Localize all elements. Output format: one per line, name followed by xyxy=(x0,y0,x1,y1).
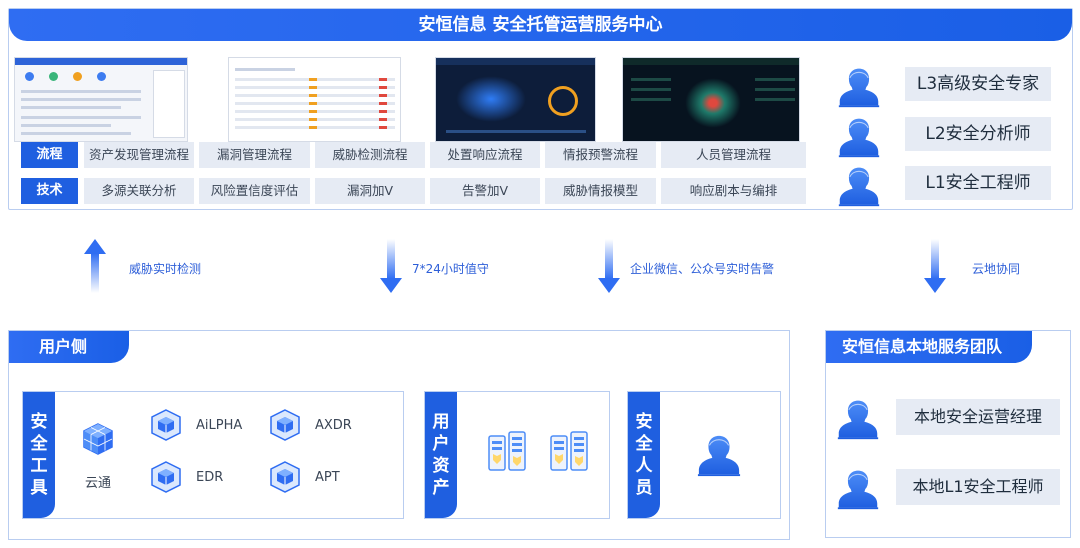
tool-label: AiLPHA xyxy=(196,418,243,433)
person-icon xyxy=(837,164,881,208)
person-icon xyxy=(836,397,880,441)
arrow-down-icon xyxy=(380,239,402,293)
cube-icon xyxy=(268,408,302,442)
tool-label: AXDR xyxy=(315,418,352,433)
security-personnel-box: 安全人员 xyxy=(627,391,781,519)
team-member: 本地L1安全工程师 xyxy=(836,467,1062,509)
cube-grid-icon xyxy=(81,422,115,456)
tech-item: 多源关联分析 xyxy=(84,178,194,204)
screenshot-table-light xyxy=(228,57,401,142)
server-icon xyxy=(487,430,527,474)
tech-item: 响应剧本与编排 xyxy=(661,178,806,204)
tool-label: 云通 xyxy=(85,476,112,491)
process-item: 资产发现管理流程 xyxy=(84,142,194,168)
server-icon xyxy=(549,430,589,474)
tech-item: 漏洞加V xyxy=(315,178,425,204)
process-item: 情报预警流程 xyxy=(545,142,656,168)
local-service-team-panel: 安恒信息本地服务团队 本地安全运营经理 本地L1安全工程师 xyxy=(825,330,1071,538)
screenshot-dashboard-light xyxy=(14,57,188,142)
tool-label: APT xyxy=(315,470,340,485)
person-icon xyxy=(836,467,880,511)
tech-item: 风险置信度评估 xyxy=(199,178,310,204)
person-icon xyxy=(696,432,742,478)
process-item: 处置响应流程 xyxy=(430,142,540,168)
screenshot-bigscreen-dark xyxy=(435,57,596,142)
arrow-label: 7*24小时值守 xyxy=(412,262,489,276)
tool-label: EDR xyxy=(196,470,224,485)
expert-label: L1安全工程师 xyxy=(905,166,1051,200)
user-side-panel: 用户侧 安全工具 云通 AiLPHA AXDR EDR APT 用户资产 安全人… xyxy=(8,330,790,540)
user-assets-label: 用户资产 xyxy=(425,392,457,518)
person-icon xyxy=(837,65,881,109)
cube-icon xyxy=(149,460,183,494)
security-tools-label: 安全工具 xyxy=(23,392,55,518)
cube-icon xyxy=(268,460,302,494)
security-tools-box: 安全工具 云通 AiLPHA AXDR EDR APT xyxy=(22,391,404,519)
person-icon xyxy=(837,115,881,159)
expert-label: L2安全分析师 xyxy=(905,117,1051,151)
local-team-title: 安恒信息本地服务团队 xyxy=(826,331,1032,363)
user-side-title: 用户侧 xyxy=(9,331,129,363)
security-personnel-label: 安全人员 xyxy=(628,392,660,518)
process-row-label: 流程 xyxy=(21,142,78,168)
arrow-label: 威胁实时检测 xyxy=(129,262,202,276)
tech-item: 告警加V xyxy=(430,178,540,204)
expert-l1: L1安全工程师 xyxy=(837,164,1077,206)
process-item: 人员管理流程 xyxy=(661,142,806,168)
arrow-label: 云地协同 xyxy=(972,262,1021,276)
tech-row-label: 技术 xyxy=(21,178,78,204)
arrow-down-icon xyxy=(924,239,946,293)
process-item: 威胁检测流程 xyxy=(315,142,425,168)
cube-icon xyxy=(149,408,183,442)
security-operations-center-panel: 安恒信息 安全托管运营服务中心 xyxy=(8,8,1073,210)
user-assets-box: 用户资产 xyxy=(424,391,610,519)
screenshot-bigscreen-dark-green xyxy=(622,57,800,142)
arrow-up-icon xyxy=(84,239,106,293)
expert-l3: L3高级安全专家 xyxy=(837,65,1077,107)
team-member-label: 本地L1安全工程师 xyxy=(896,469,1060,505)
soc-title: 安恒信息 安全托管运营服务中心 xyxy=(9,9,1072,41)
process-item: 漏洞管理流程 xyxy=(199,142,310,168)
expert-l2: L2安全分析师 xyxy=(837,115,1077,157)
team-member-label: 本地安全运营经理 xyxy=(896,399,1060,435)
arrow-label: 企业微信、公众号实时告警 xyxy=(630,262,775,276)
tech-item: 威胁情报模型 xyxy=(545,178,656,204)
arrow-down-icon xyxy=(598,239,620,293)
team-member: 本地安全运营经理 xyxy=(836,397,1062,439)
expert-label: L3高级安全专家 xyxy=(905,67,1051,101)
